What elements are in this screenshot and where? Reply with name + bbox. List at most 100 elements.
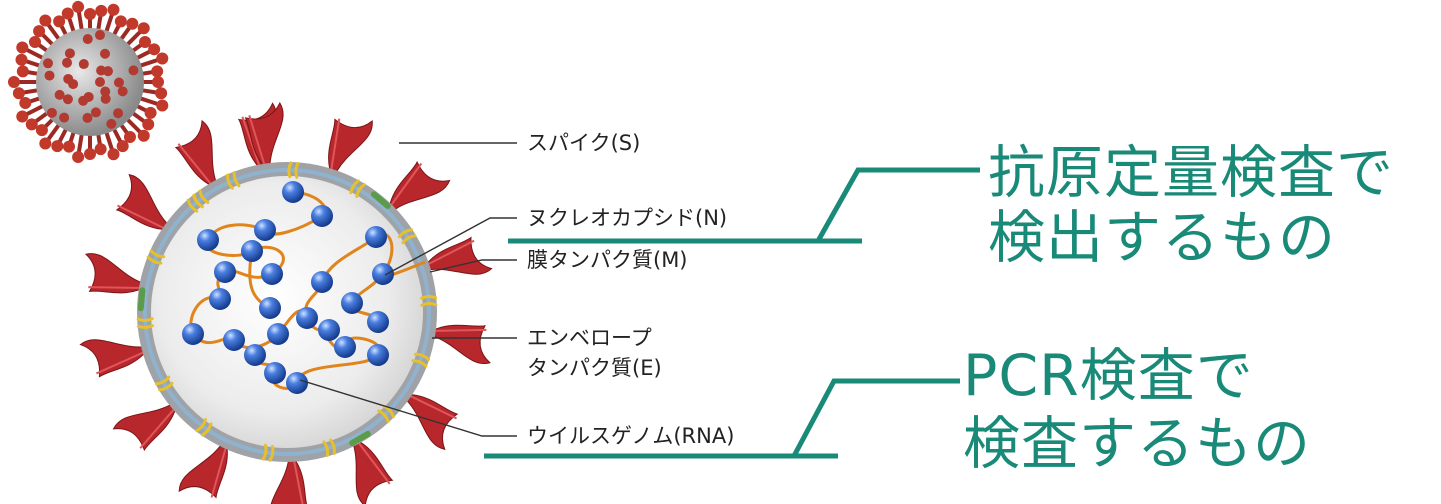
nucleocapsid-protein bbox=[282, 181, 304, 203]
spike-highlight bbox=[358, 442, 391, 485]
thumb-surface-spike bbox=[44, 70, 55, 81]
thumb-surface-spike bbox=[59, 112, 70, 123]
envelope-protein bbox=[287, 161, 300, 179]
thumb-surface-spike bbox=[64, 48, 75, 59]
thumb-spike-head bbox=[16, 41, 29, 54]
envelope-protein-mark bbox=[195, 418, 213, 437]
thumb-spike-head bbox=[61, 7, 74, 20]
thumb-spike-head bbox=[35, 124, 48, 137]
label-envelope-line2: タンパク質(E) bbox=[527, 356, 662, 380]
thumb-spike-head bbox=[144, 106, 157, 119]
pcr-callout-line bbox=[484, 378, 960, 459]
envelope-protein-mark bbox=[287, 161, 300, 179]
thumb-spike-head bbox=[123, 131, 136, 144]
envelope-protein-mark bbox=[154, 375, 174, 392]
spike-head bbox=[178, 445, 230, 499]
label-envelope-line1: エンベロープ bbox=[527, 326, 652, 350]
nucleocapsid-protein bbox=[334, 336, 356, 358]
spike-highlight bbox=[330, 118, 341, 169]
envelope-protein-mark bbox=[322, 438, 336, 457]
spike-protein bbox=[423, 236, 493, 275]
label-spike: スパイク(S) bbox=[527, 131, 641, 155]
nucleocapsid-protein bbox=[209, 288, 231, 310]
spike-highlight bbox=[241, 116, 260, 165]
spike-head bbox=[112, 404, 179, 452]
envelope-protein bbox=[411, 352, 431, 368]
antigen-callout-line1: 抗原定量検査で bbox=[988, 140, 1394, 206]
membrane-protein bbox=[349, 430, 371, 446]
pcr-callout-line2: 検査するもの bbox=[963, 411, 1311, 477]
thumb-spike-head bbox=[39, 14, 52, 27]
virus-cross-section bbox=[79, 101, 493, 504]
spike-head bbox=[84, 253, 144, 294]
spike-highlight bbox=[293, 461, 305, 504]
spike-highlight bbox=[435, 328, 487, 332]
thumb-surface-spike bbox=[94, 30, 105, 41]
leader-line-membrane bbox=[429, 259, 517, 273]
thumb-surface-spike bbox=[42, 58, 53, 69]
nucleocapsid-protein bbox=[254, 219, 276, 241]
thumb-surface-spike bbox=[128, 65, 139, 76]
spike-head bbox=[327, 118, 373, 173]
thumb-surface-spike bbox=[90, 107, 101, 118]
membrane-protein-mark bbox=[349, 430, 371, 446]
nucleocapsid-protein bbox=[267, 323, 289, 345]
thumb-spike-head bbox=[62, 140, 75, 153]
membrane-protein bbox=[137, 287, 146, 312]
spike-highlight bbox=[210, 448, 227, 498]
thumb-spike-head bbox=[12, 87, 25, 100]
spike-protein bbox=[431, 324, 491, 365]
spike-proteins bbox=[79, 101, 493, 504]
nucleocapsid-protein bbox=[244, 344, 266, 366]
thumb-spike-head bbox=[137, 22, 150, 35]
spike-head bbox=[79, 339, 148, 378]
spike-head bbox=[269, 456, 309, 504]
thumb-spike-head bbox=[156, 52, 169, 65]
spike-protein bbox=[79, 339, 148, 378]
spike-highlight bbox=[177, 143, 212, 184]
thumb-surface-spike bbox=[82, 112, 93, 123]
envelope-protein bbox=[136, 317, 154, 329]
nucleocapsid-protein bbox=[311, 205, 333, 227]
nucleocapsid-protein bbox=[259, 297, 281, 319]
envelope-protein bbox=[154, 375, 174, 392]
envelope-protein-mark bbox=[261, 443, 275, 462]
envelope-protein bbox=[420, 295, 438, 307]
spike-head bbox=[115, 174, 167, 233]
envelope-protein bbox=[226, 171, 241, 190]
nucleocapsid-protein bbox=[367, 311, 389, 333]
spike-protein bbox=[269, 456, 309, 504]
thumb-spike-head bbox=[94, 143, 107, 156]
thumb-surface-spike bbox=[96, 65, 107, 76]
thumb-spike-head bbox=[126, 17, 139, 30]
spike-protein bbox=[115, 174, 167, 233]
spike-protein bbox=[112, 404, 179, 452]
thumb-spike-head bbox=[151, 65, 164, 78]
nucleocapsid-protein bbox=[264, 362, 286, 384]
thumb-spike-head bbox=[16, 110, 29, 123]
spike-protein bbox=[84, 253, 144, 294]
leader-line-genome bbox=[299, 379, 517, 437]
nucleocapsid-protein bbox=[223, 329, 245, 351]
envelope-protein bbox=[261, 443, 275, 462]
thumb-surface-spike bbox=[68, 79, 79, 90]
thumb-spike-head bbox=[16, 65, 29, 78]
nucleocapsid-protein bbox=[365, 226, 387, 248]
thumb-surface-spike bbox=[100, 86, 111, 97]
label-membrane-protein: 膜タンパク質(M) bbox=[527, 248, 688, 272]
spike-head bbox=[244, 101, 284, 169]
pcr-callout-line1: PCR検査で bbox=[963, 343, 1254, 409]
virus-core bbox=[151, 176, 423, 448]
nucleocapsid-proteins bbox=[182, 181, 394, 394]
nucleocapsid-protein bbox=[311, 271, 333, 293]
thumb-surface-spike bbox=[62, 94, 73, 105]
thumb-spike-head bbox=[53, 15, 66, 28]
thumb-spike-head bbox=[137, 129, 150, 142]
spike-highlight bbox=[390, 162, 423, 206]
spike-highlight bbox=[248, 115, 266, 165]
antigen-callout-line bbox=[508, 167, 980, 244]
nucleocapsid-protein bbox=[286, 372, 308, 394]
thumb-spike-head bbox=[8, 76, 20, 88]
spike-protein bbox=[386, 160, 451, 210]
